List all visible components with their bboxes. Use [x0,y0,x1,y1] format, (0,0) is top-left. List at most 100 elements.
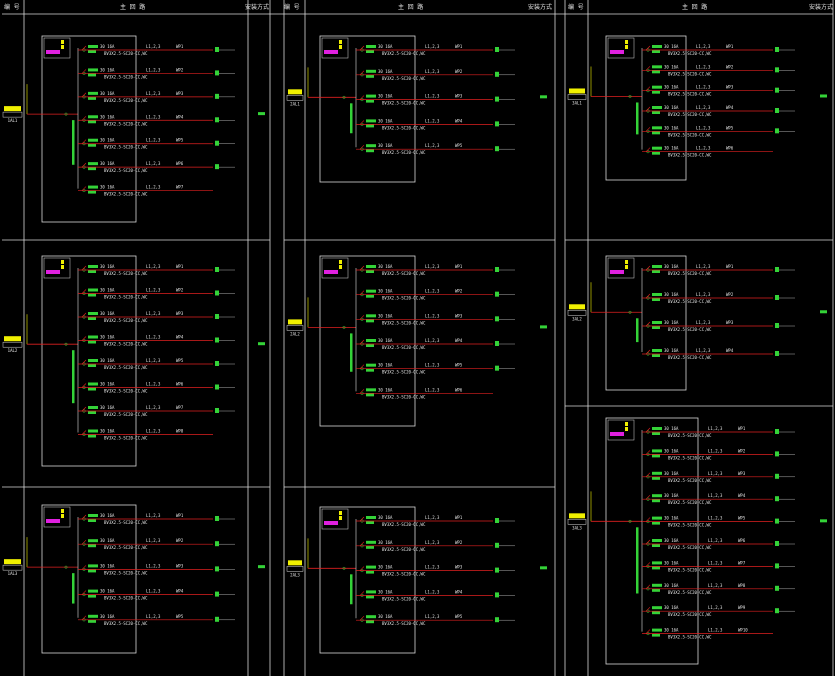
load-terminal-marker [215,337,219,343]
cable-spec-text: BV3X2.5-SC20-CC,WC [668,590,712,595]
breaker-rating-text: 30 16A [664,628,679,633]
cable-spec-text: BV3X2.5-SC20-CC,WC [104,98,148,103]
panel-spec-block [43,37,71,59]
load-terminal-marker [775,563,779,569]
circuit-id: WP1 [726,264,734,269]
breaker-rating-tag [366,94,376,98]
load-terminal-marker [775,541,779,546]
circuit-id: WP6 [176,382,184,387]
cable-spec-text: BV3X2.5-SC20-CC,WC [668,51,712,56]
switch-contact [359,290,365,295]
cable-spec-text: BV3X2.5-SC20-CC,WC [382,572,426,577]
switch-contact [645,45,651,51]
switch-contact [645,127,651,132]
switch-contact [81,514,87,520]
circuit-id: WP5 [455,614,463,619]
load-terminal-marker [495,316,499,322]
breaker-type-tag [88,120,96,124]
switch-contact [645,349,651,355]
circuit-id: WP7 [176,405,184,410]
panel-spec-block [43,506,71,528]
cable-spec-text: BV3X2.5-SC20-CC,WC [668,545,712,550]
breaker-type-tag [652,131,660,135]
breaker-rating-tag [652,427,662,430]
cable-spec-text: BV3X2.5-SC20-CC,WC [104,295,148,300]
cable-spec-text: BV3X2.5-SC20-CC,WC [382,76,426,81]
circuit-id: WP1 [455,44,463,49]
cable-spec-text: BV3X2.5-SC20-CC,WC [104,192,148,197]
install-method-marker [820,519,827,523]
cable-spec-text: BV3X2.5-SC20-CC,WC [668,635,712,640]
install-method-marker [540,95,547,99]
switch-contact [81,615,87,621]
phase-label: L1,2,3 [696,348,711,353]
breaker-rating-tag [652,539,662,542]
cable-spec-text: BV3X2.5-SC20-CC,WC [382,596,426,601]
phase-label: L1,2,3 [696,85,711,90]
breaker-rating-text: 30 16A [100,563,115,568]
phase-label: L1,2,3 [146,382,161,387]
cable-spec-text: BV3X2.5-SC20-CC,WC [104,545,148,550]
breaker-rating-text: 30 16A [378,338,393,343]
breaker-rating-text: 30 16A [100,513,115,518]
breaker-type-tag [652,326,660,329]
load-terminal-marker [215,361,219,366]
load-terminal-marker [215,566,219,572]
load-terminal-marker [495,341,499,346]
phase-label: L1,2,3 [425,313,440,318]
spec-block-frame [607,419,635,441]
breaker-rating-tag [652,265,662,268]
spec-block-frame [321,37,349,59]
panel-enclosure [319,35,416,183]
switch-contact [645,427,651,433]
incoming-label-frame [286,325,304,331]
circuit-id: WP7 [176,185,184,190]
spec-yellow-mark [339,45,342,49]
spec-block-frame [321,508,349,530]
spec-yellow-mark [61,40,64,44]
switch-contact [359,95,365,100]
panel-spec-block [321,257,349,279]
breaker-rating-tag [652,106,662,109]
switch-contact [81,430,87,435]
incoming-label-bar [4,106,21,112]
switch-contact [81,69,87,74]
load-terminal-marker [495,291,499,297]
breaker-type-tag [366,545,374,549]
circuit-id: WP5 [176,358,184,363]
phase-label: L1,2,3 [696,125,711,130]
breaker-rating-tag [366,540,376,544]
incoming-label-box: 2AL2 [286,319,304,336]
load-terminal-marker [495,71,499,77]
phase-label: L1,2,3 [708,538,723,543]
breaker-rating-text: 30 16A [378,44,393,49]
phase-label: L1,2,3 [146,358,161,363]
circuit-id: WP7 [738,560,746,565]
breaker-rating-text: 30 16A [100,589,115,594]
breaker-rating-text: 30 16A [664,471,679,476]
switch-contact [645,584,651,590]
switch-contact [645,293,651,299]
spec-yellow-mark [61,514,64,518]
breaker-type-tag [652,544,660,547]
spec-highlight [46,270,60,274]
switch-contact [81,406,87,412]
switch-contact [645,106,651,112]
spec-highlight [610,432,624,436]
load-terminal-marker [215,164,219,170]
switch-contact [81,383,87,388]
switch-contact [81,265,87,271]
